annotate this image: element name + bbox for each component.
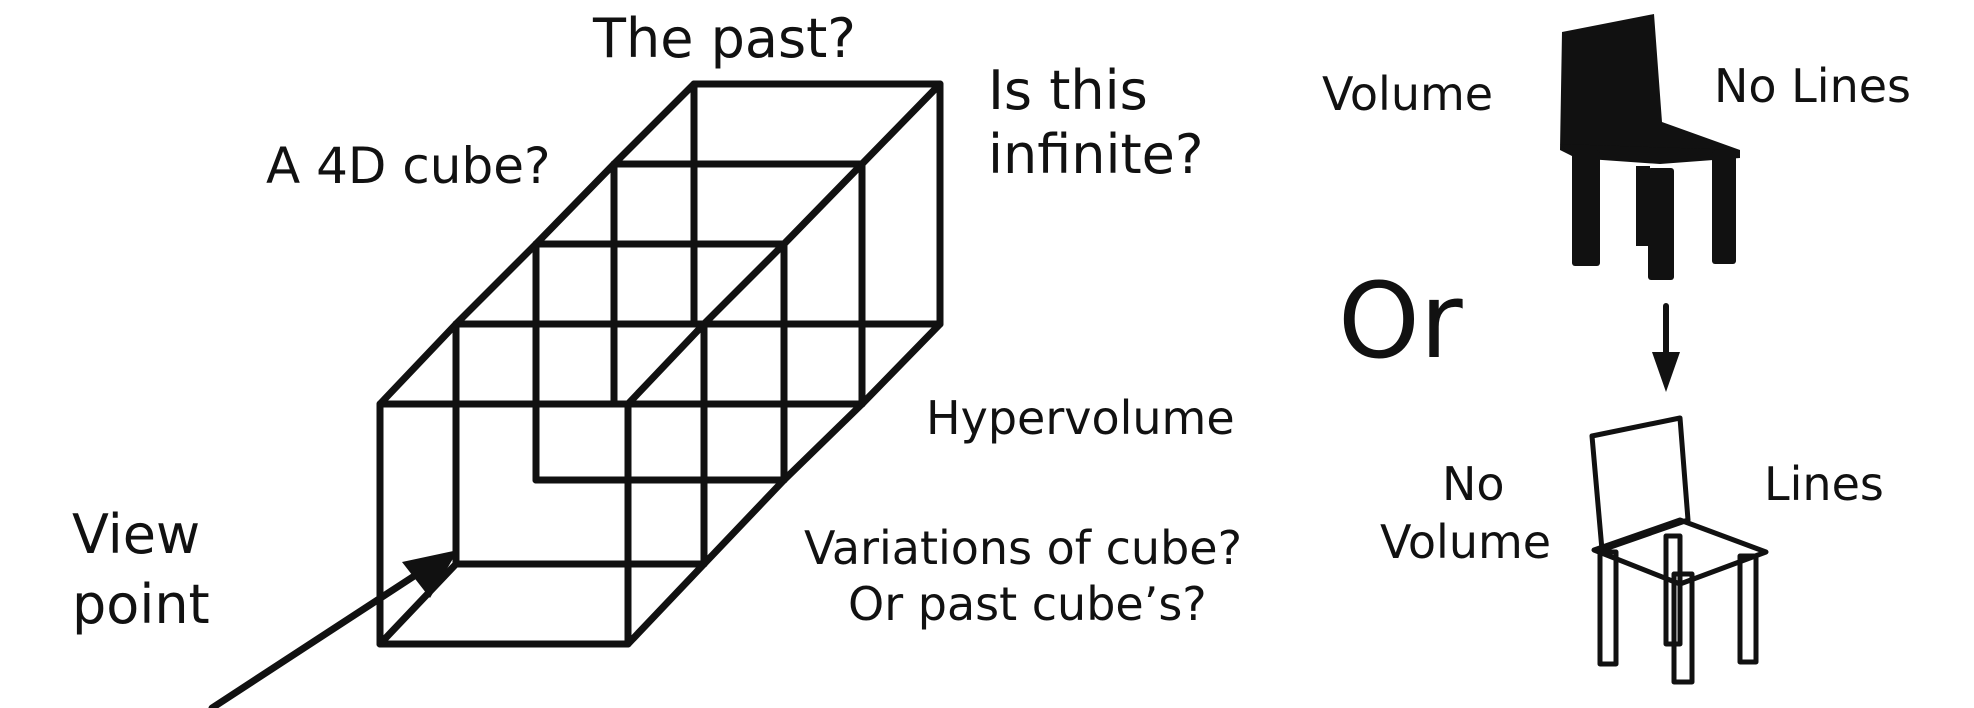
wireframe-chair-icon (1589, 415, 1769, 685)
down-arrow-icon (1652, 303, 1680, 392)
label-hypervolume: Hypervolume (926, 391, 1235, 445)
label-volume: Volume (1322, 67, 1494, 121)
label-the-past: The past? (593, 7, 856, 70)
label-volume-2: Volume (1380, 515, 1552, 569)
label-no-lines: No Lines (1714, 59, 1912, 113)
label-view: View (72, 503, 201, 566)
cube-back (610, 80, 944, 408)
label-no: No (1442, 457, 1505, 511)
label-infinite: infinite? (988, 123, 1204, 186)
label-or-past-cubes: Or past cube’s? (848, 577, 1207, 631)
solid-chair-icon (1560, 14, 1740, 280)
label-lines: Lines (1764, 457, 1884, 511)
label-4d-cube: A 4D cube? (266, 137, 551, 195)
label-point: point (72, 573, 210, 636)
viewpoint-arrow-icon (208, 550, 458, 708)
label-variations-of-cube: Variations of cube? (804, 521, 1242, 575)
label-or: Or (1338, 260, 1463, 382)
label-is-this: Is this (988, 59, 1148, 122)
